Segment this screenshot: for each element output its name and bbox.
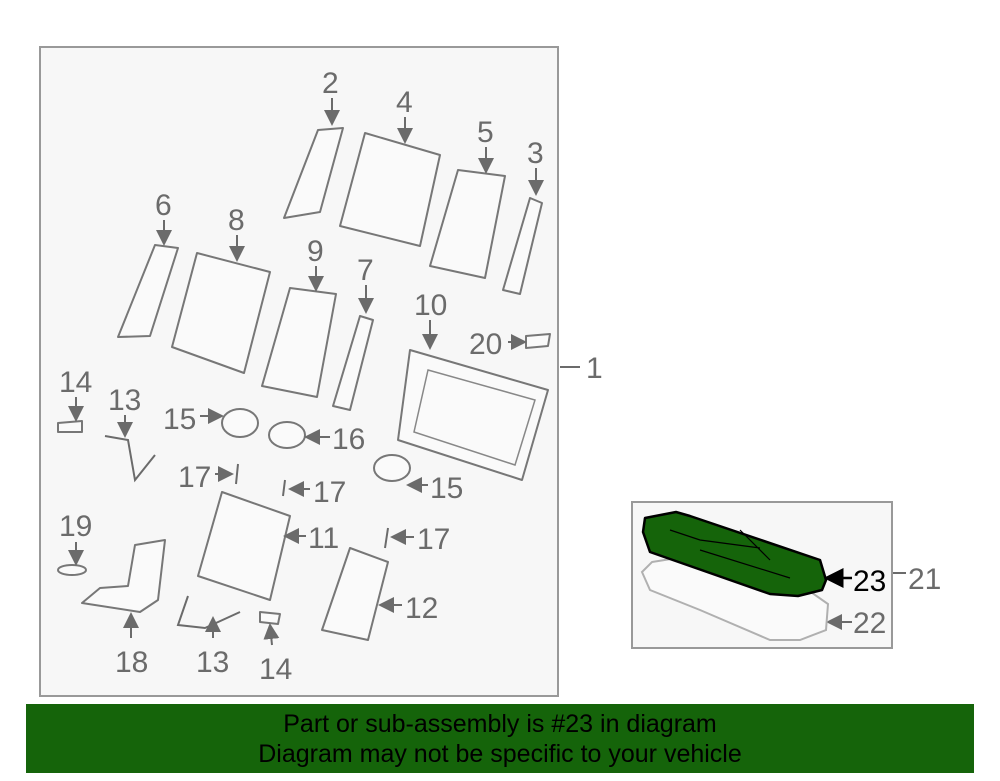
callout-16: 16	[332, 423, 365, 456]
callout-14-b: 14	[259, 653, 292, 686]
part-5-cover[interactable]	[429, 169, 506, 279]
callout-12: 12	[405, 592, 438, 625]
callout-6: 6	[155, 189, 172, 222]
callout-11: 11	[308, 522, 339, 555]
part-2-bolster[interactable]	[283, 127, 344, 219]
callout-13: 13	[108, 384, 141, 417]
callout-17-c: 17	[417, 523, 450, 556]
leader-lines	[68, 98, 906, 646]
notice-banner: Part or sub-assembly is #23 in diagram D…	[26, 704, 974, 773]
part-16-headrest[interactable]	[268, 421, 306, 449]
part-15-headrest-2[interactable]	[373, 454, 411, 482]
part-13-harness-2[interactable]	[176, 595, 241, 630]
part-14-connector[interactable]	[57, 420, 83, 433]
part-8-panel[interactable]	[171, 252, 271, 374]
part-7-trim[interactable]	[332, 315, 374, 411]
part-15-headrest[interactable]	[221, 408, 259, 438]
part-17-bolt-2[interactable]	[282, 479, 286, 497]
part-12-panel[interactable]	[321, 547, 389, 641]
notice-line-1: Part or sub-assembly is #23 in diagram	[283, 710, 717, 738]
part-13-harness[interactable]	[104, 435, 156, 483]
callout-23: 23	[853, 565, 886, 598]
callout-10: 10	[414, 289, 447, 322]
callout-3: 3	[527, 137, 544, 170]
part-18-bracket[interactable]	[81, 539, 166, 613]
part-14-connector-2[interactable]	[259, 611, 281, 625]
callout-17-b: 17	[313, 476, 346, 509]
callout-22: 22	[853, 607, 886, 640]
callout-20: 20	[469, 328, 502, 361]
part-4-panel[interactable]	[339, 132, 441, 247]
callout-13-b: 13	[196, 646, 229, 679]
callout-17: 17	[178, 461, 211, 494]
callout-8: 8	[228, 204, 245, 237]
callout-9: 9	[307, 235, 324, 268]
part-3-trim[interactable]	[502, 197, 543, 295]
notice-line-2: Diagram may not be specific to your vehi…	[258, 740, 742, 768]
callout-5: 5	[477, 116, 494, 149]
callout-18: 18	[115, 646, 148, 679]
callout-19: 19	[59, 510, 92, 543]
part-20-clip[interactable]	[525, 333, 551, 349]
part-9-cover[interactable]	[261, 287, 337, 398]
callout-21: 21	[908, 563, 941, 596]
part-19-cap[interactable]	[57, 564, 87, 576]
callout-2: 2	[322, 67, 339, 100]
callout-14: 14	[59, 366, 92, 399]
callout-4: 4	[396, 86, 413, 119]
callout-15-b: 15	[430, 472, 463, 505]
callout-15: 15	[163, 403, 196, 436]
callout-7: 7	[357, 254, 374, 287]
part-17-bolt[interactable]	[235, 463, 239, 485]
part-6-bolster[interactable]	[117, 244, 179, 338]
part-11-panel[interactable]	[197, 491, 291, 601]
callout-labels: 2 4 5 3 6 8 9 7 10 20 1 14 13 15 16 17 1…	[59, 67, 941, 686]
callout-1: 1	[586, 352, 603, 385]
part-17-bolt-3[interactable]	[384, 527, 389, 549]
part-10-frame[interactable]	[397, 349, 549, 481]
